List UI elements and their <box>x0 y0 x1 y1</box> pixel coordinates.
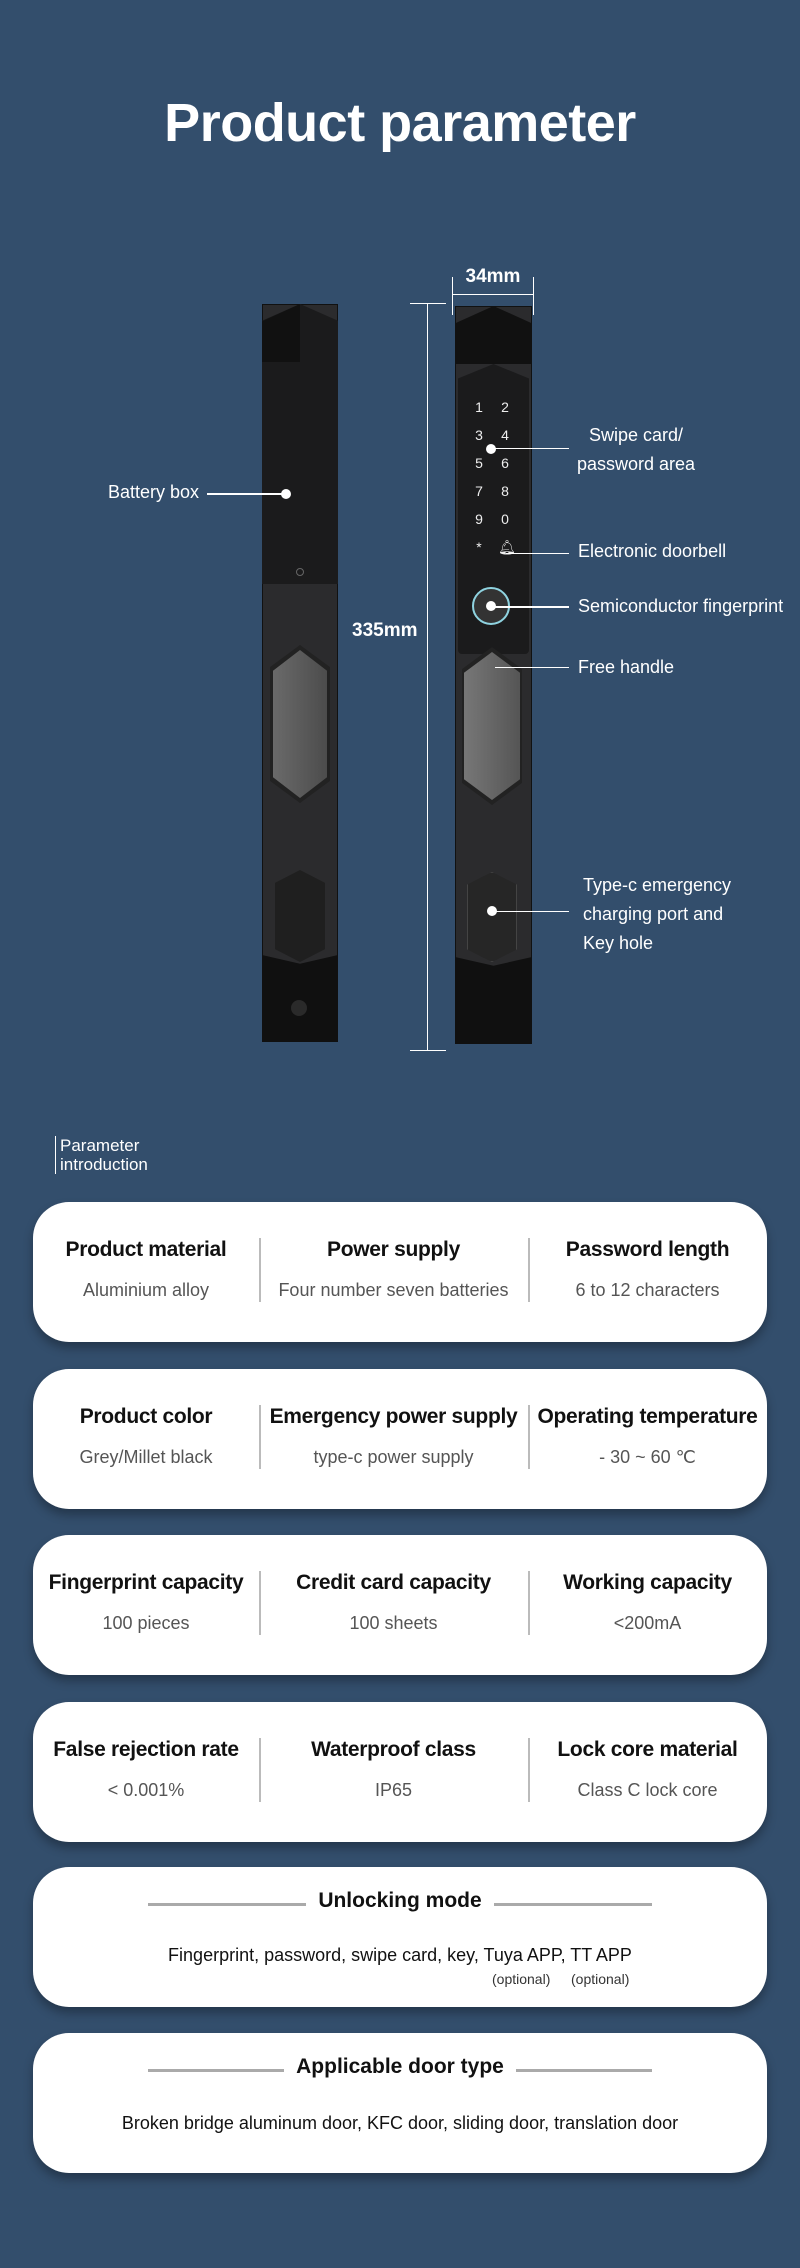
battery-box-label: Battery box <box>107 482 199 502</box>
spec-item: Fingerprint capacity 100 pieces <box>33 1535 259 1675</box>
divider <box>259 1238 261 1302</box>
divider <box>528 1571 530 1635</box>
spec-item: Password length 6 to 12 characters <box>528 1202 767 1342</box>
key-star[interactable]: * <box>476 539 482 555</box>
spec-label: Credit card capacity <box>296 1571 491 1594</box>
divider <box>259 1405 261 1469</box>
spec-value: Grey/Millet black <box>79 1447 213 1467</box>
spec-value: Four number seven batteries <box>278 1280 509 1300</box>
key-1[interactable]: 1 <box>475 399 483 415</box>
divider <box>259 1738 261 1802</box>
spec-item: Working capacity <200mA <box>528 1535 767 1675</box>
door-type-title: Applicable door type <box>284 2055 516 2078</box>
spec-label: Waterproof class <box>311 1738 476 1761</box>
spec-label: Product color <box>79 1405 213 1428</box>
spec-label: Operating temperature <box>537 1405 758 1428</box>
width-dimension: 34mm <box>465 266 521 287</box>
spec-value: IP65 <box>374 1780 413 1800</box>
key-9[interactable]: 9 <box>475 511 483 527</box>
spec-value: <200mA <box>613 1613 682 1633</box>
optional-note: (optional) <box>492 1971 551 1987</box>
spec-value: Class C lock core <box>577 1780 718 1800</box>
spec-card: False rejection rate < 0.001% Waterproof c… <box>33 1702 767 1842</box>
door-type-card: Applicable door type Broken bridge alumi… <box>33 2033 767 2173</box>
spec-label: Product material <box>65 1238 227 1261</box>
key-3[interactable]: 3 <box>475 427 483 443</box>
divider <box>259 1571 261 1635</box>
key-4[interactable]: 4 <box>501 427 509 443</box>
spec-card: Fingerprint capacity 100 pieces Credit car… <box>33 1535 767 1675</box>
spec-item: Credit card capacity 100 sheets <box>259 1535 528 1675</box>
unlocking-mode-text: Fingerprint, password, swipe card, key, … <box>168 1945 632 1965</box>
optional-note: (optional) <box>571 1971 630 1987</box>
spec-value: < 0.001% <box>107 1780 185 1800</box>
unlocking-mode-card: Unlocking mode Fingerprint, password, sw… <box>33 1867 767 2007</box>
key-6[interactable]: 6 <box>501 455 509 471</box>
spec-label: Password length <box>565 1238 730 1261</box>
divider <box>528 1238 530 1302</box>
key-8[interactable]: 8 <box>501 483 509 499</box>
handle-label: Free handle <box>578 657 675 677</box>
spec-value: - 30 ~ 60 ℃ <box>599 1447 696 1467</box>
spec-value: 100 pieces <box>102 1613 190 1633</box>
key-0[interactable]: 0 <box>501 511 509 527</box>
spec-label: Emergency power supply <box>269 1405 518 1428</box>
spec-label: Power supply <box>327 1238 460 1261</box>
spec-item: Operating temperature - 30 ~ 60 ℃ <box>528 1369 767 1509</box>
page-title: Product parameter <box>164 93 636 153</box>
spec-item: False rejection rate < 0.001% <box>33 1702 259 1842</box>
door-type-text: Broken bridge aluminum door, KFC door, s… <box>121 2113 679 2133</box>
spec-label: Lock core material <box>557 1738 738 1761</box>
swipe-card-label: Swipe card/password area <box>577 425 696 474</box>
keypad[interactable]: 1 2 3 4 5 6 7 8 9 0 * 🔔︎ <box>472 399 516 556</box>
key-7[interactable]: 7 <box>475 483 483 499</box>
spec-value: 100 sheets <box>349 1613 438 1633</box>
key-2[interactable]: 2 <box>501 399 509 415</box>
divider <box>528 1738 530 1802</box>
doorbell-label: Electronic doorbell <box>578 541 727 561</box>
spec-value: type-c power supply <box>313 1447 474 1467</box>
spec-item: Emergency power supply type-c power suppl… <box>259 1369 528 1509</box>
spec-label: Fingerprint capacity <box>48 1571 244 1594</box>
spec-value: 6 to 12 characters <box>575 1280 720 1300</box>
key-5[interactable]: 5 <box>475 455 483 471</box>
spec-label: False rejection rate <box>53 1738 239 1761</box>
spec-label: Working capacity <box>563 1571 732 1594</box>
fingerprint-label: Semiconductor fingerprint <box>578 596 784 616</box>
unlocking-mode-title: Unlocking mode <box>306 1889 494 1912</box>
height-dimension: 335mm <box>352 620 418 641</box>
divider <box>528 1405 530 1469</box>
spec-value: Aluminium alloy <box>82 1280 210 1300</box>
bell-icon[interactable]: 🔔︎ <box>498 539 516 555</box>
